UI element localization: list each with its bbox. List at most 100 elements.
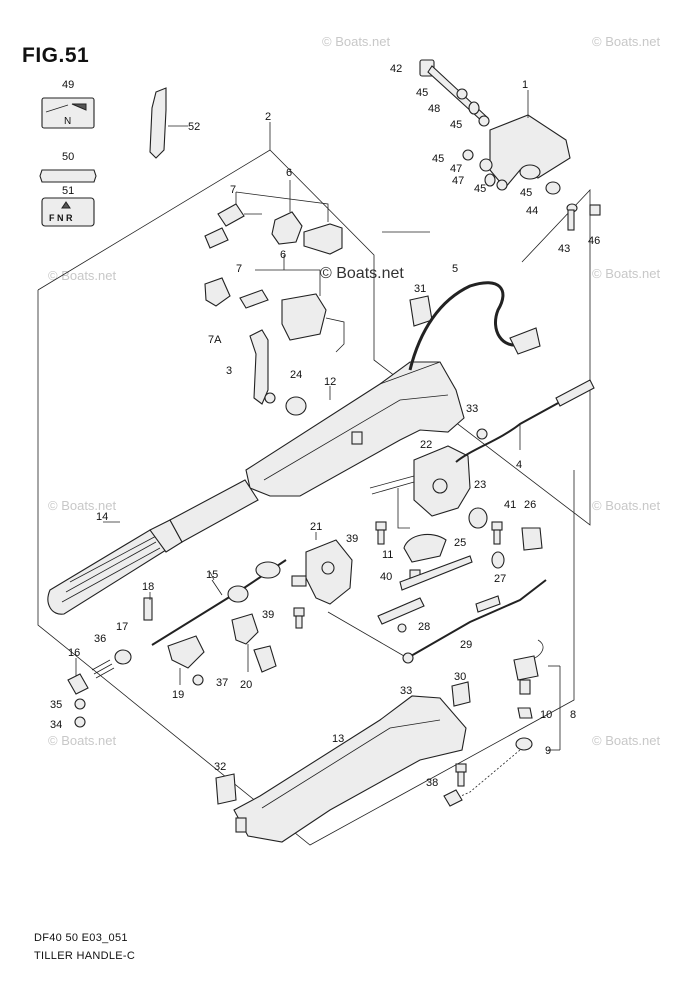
callout-45d: 45 bbox=[474, 183, 486, 195]
part-19-bracket bbox=[167, 635, 205, 686]
callout-17: 17 bbox=[116, 621, 128, 633]
figure-title: FIG.51 bbox=[22, 44, 90, 67]
part-5-cable bbox=[408, 281, 523, 371]
figure-name: TILLER HANDLE-C bbox=[34, 950, 136, 962]
callout-52: 52 bbox=[188, 121, 200, 133]
callout-7A: 7A bbox=[208, 334, 222, 346]
part-22-shift-assembly bbox=[369, 445, 471, 529]
part-5-connector bbox=[509, 327, 541, 355]
watermark-text: © Boats.net bbox=[48, 498, 117, 513]
part-8-stop-switch bbox=[513, 639, 561, 751]
callout-47b: 47 bbox=[452, 175, 464, 187]
callout-19: 19 bbox=[172, 689, 184, 701]
callout-48: 48 bbox=[428, 103, 440, 115]
callout-27: 27 bbox=[494, 573, 506, 585]
callout-29: 29 bbox=[460, 639, 472, 651]
part-41-screw bbox=[491, 521, 503, 545]
callout-25: 25 bbox=[454, 537, 466, 549]
callout-31: 31 bbox=[414, 283, 426, 295]
part-52-clip bbox=[149, 87, 188, 159]
callout-39b: 39 bbox=[262, 609, 274, 621]
part-29-cable bbox=[403, 579, 547, 661]
callout-37: 37 bbox=[216, 677, 228, 689]
part-6-switch-mid bbox=[204, 255, 345, 353]
part-9-lanyard bbox=[443, 737, 533, 807]
part-35-washer bbox=[74, 698, 86, 710]
part-7-key bbox=[204, 192, 262, 249]
watermark-layer: © Boats.net © Boats.net © Boats.net © Bo… bbox=[48, 34, 661, 748]
callout-11: 11 bbox=[382, 549, 393, 561]
part-26-plate bbox=[521, 527, 543, 551]
part-39-screw bbox=[293, 521, 387, 629]
callout-39a: 39 bbox=[346, 533, 358, 545]
callout-42: 42 bbox=[390, 63, 402, 75]
callout-14: 14 bbox=[96, 511, 108, 523]
part-24-grommet bbox=[285, 396, 307, 416]
callout-24: 24 bbox=[290, 369, 302, 381]
part-28-link bbox=[377, 597, 425, 625]
part-6-switch-top bbox=[235, 180, 343, 255]
callout-45b: 45 bbox=[450, 119, 462, 131]
part-15-throttle-shaft bbox=[151, 559, 287, 646]
callout-26: 26 bbox=[524, 499, 536, 511]
callout-44: 44 bbox=[526, 205, 538, 217]
callout-3: 3 bbox=[226, 365, 232, 377]
watermark-text: © Boats.net bbox=[48, 268, 117, 283]
part-13-lower-cover bbox=[233, 695, 467, 843]
callout-28: 28 bbox=[418, 621, 430, 633]
callout-33a: 33 bbox=[466, 403, 478, 415]
callout-6b: 6 bbox=[280, 249, 286, 261]
callout-45c: 45 bbox=[432, 153, 444, 165]
part-14-throttle-grip bbox=[47, 479, 259, 615]
part-21-bracket bbox=[291, 532, 353, 605]
callout-8: 8 bbox=[570, 709, 576, 721]
callout-45a: 45 bbox=[416, 87, 428, 99]
part-27-bush bbox=[491, 551, 505, 569]
callout-21: 21 bbox=[310, 521, 322, 533]
callout-9: 9 bbox=[545, 745, 551, 757]
callout-7b: 7 bbox=[236, 263, 242, 275]
callout-1: 1 bbox=[522, 79, 528, 91]
part-28-clip bbox=[397, 623, 407, 633]
decal-49-letter: N bbox=[64, 116, 71, 127]
watermark-text: © Boats.net bbox=[48, 733, 117, 748]
watermark-text: © Boats.net bbox=[322, 34, 391, 49]
part-4-cable bbox=[455, 379, 595, 463]
callout-34: 34 bbox=[50, 719, 62, 731]
part-16-17-36-nut bbox=[67, 649, 132, 695]
callout-12: 12 bbox=[324, 376, 336, 388]
assembly-frame bbox=[37, 290, 575, 846]
part-34-screw bbox=[74, 716, 86, 728]
part-25-rod bbox=[399, 555, 473, 591]
decal-51: F N R bbox=[41, 197, 95, 227]
callout-16: 16 bbox=[68, 647, 80, 659]
part-1-bracket bbox=[489, 90, 571, 189]
callout-22: 22 bbox=[420, 439, 432, 451]
callout-38: 38 bbox=[426, 777, 438, 789]
callout-15: 15 bbox=[206, 569, 218, 581]
part-38-screw bbox=[455, 763, 467, 787]
watermark-text: © Boats.net bbox=[592, 266, 661, 281]
part-33-clip-top bbox=[476, 428, 488, 440]
callout-23: 23 bbox=[474, 479, 486, 491]
part-18-pin bbox=[143, 597, 153, 621]
watermark-text: © Boats.net bbox=[592, 733, 661, 748]
callout-32: 32 bbox=[214, 761, 226, 773]
watermark-text: © Boats.net bbox=[592, 34, 661, 49]
part-30-clip bbox=[451, 681, 471, 707]
part-33-clip-bottom bbox=[402, 652, 414, 664]
callout-35: 35 bbox=[50, 699, 62, 711]
callout-10: 10 bbox=[540, 709, 552, 721]
callout-2: 2 bbox=[265, 111, 271, 123]
part-3-lever bbox=[249, 329, 276, 405]
callout-5: 5 bbox=[452, 263, 458, 275]
callout-49: 49 bbox=[62, 79, 74, 91]
callout-50: 50 bbox=[62, 151, 74, 163]
callout-43: 43 bbox=[558, 243, 570, 255]
callout-45e: 45 bbox=[520, 187, 532, 199]
callout-labels: 1 2 3 4 5 6 6 7 7 7A 8 9 10 11 12 13 14 … bbox=[50, 63, 600, 789]
callout-41: 41 bbox=[504, 499, 516, 511]
callout-33b: 33 bbox=[400, 685, 412, 697]
part-32-clip bbox=[215, 773, 237, 805]
